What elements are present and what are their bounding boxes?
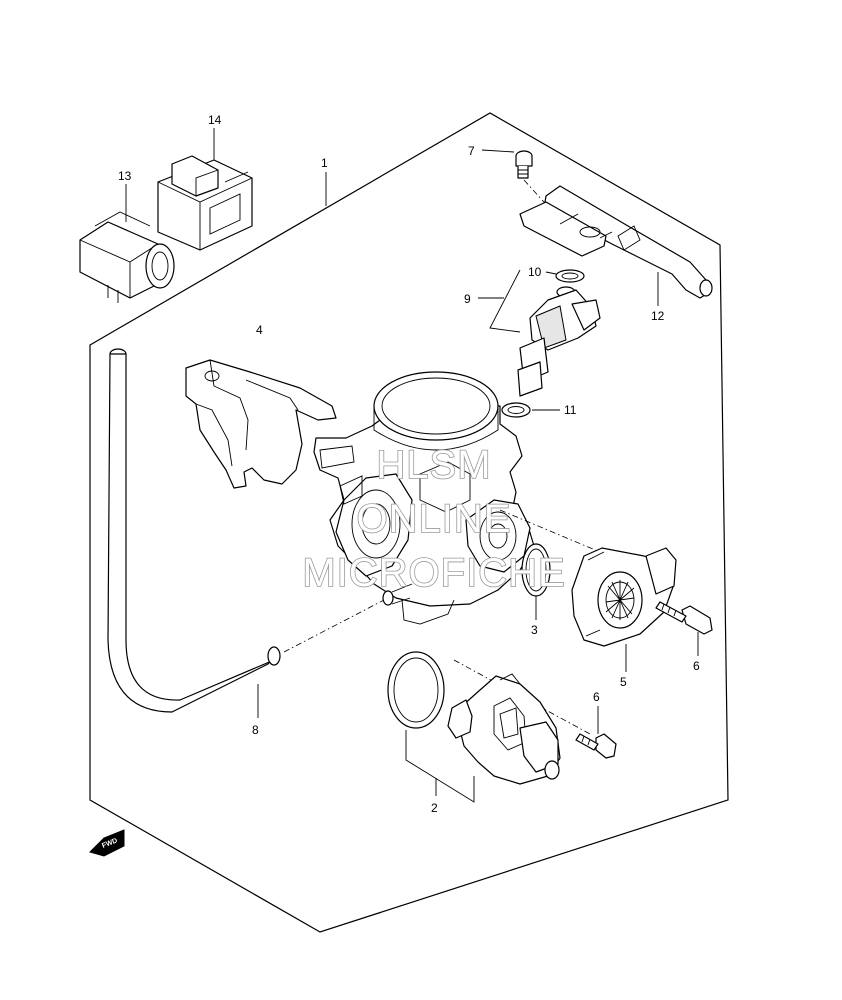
callout-6b: 6 (593, 690, 600, 704)
part-7-screw[interactable] (515, 150, 533, 179)
part-6a-screw[interactable] (655, 601, 713, 635)
callout-5: 5 (620, 675, 627, 689)
part-4-bracket[interactable] (185, 359, 337, 489)
axis-7 (523, 179, 563, 223)
callout-13: 13 (118, 169, 132, 183)
callout-11: 11 (564, 403, 577, 417)
callout-14: 14 (208, 113, 222, 127)
callout-9: 9 (464, 292, 471, 306)
watermark-line1: HLSM (376, 443, 491, 487)
throttle-body[interactable] (313, 371, 535, 625)
fwd-arrow-icon: FWD (89, 829, 125, 857)
part-13-connector[interactable] (79, 211, 175, 303)
callout-10: 10 (528, 265, 542, 279)
leader-2 (405, 730, 475, 803)
watermark: HLSM ONLINE MICROFICHE (302, 442, 566, 596)
axis-5 (499, 509, 601, 553)
part-2-isc-valve[interactable] (447, 673, 561, 785)
part-8-hose[interactable] (107, 348, 281, 713)
part-6b-screw[interactable] (575, 733, 617, 759)
part-2-isc-valve-ring[interactable] (387, 651, 445, 729)
leader-7 (481, 149, 515, 153)
leader-9 (489, 269, 521, 333)
callout-8: 8 (252, 723, 259, 737)
callout-3: 3 (531, 623, 538, 637)
part-5-throttle-position-sensor[interactable] (571, 547, 677, 647)
assembly-boundary (89, 112, 729, 933)
part-14-coupler[interactable] (157, 155, 253, 251)
callout-7: 7 (468, 144, 475, 158)
callout-2: 2 (431, 801, 438, 815)
callout-4: 4 (256, 323, 263, 337)
callout-12: 12 (651, 309, 665, 323)
leader-10 (545, 271, 557, 275)
part-10-o-ring[interactable] (555, 269, 585, 283)
part-9-fuel-injector[interactable] (517, 286, 601, 397)
part-12-fuel-pipe[interactable] (519, 185, 713, 299)
watermark-line2: ONLINE (357, 497, 512, 541)
part-11-seal[interactable] (501, 402, 531, 418)
watermark-line3: MICROFICHE (302, 551, 565, 595)
callout-1: 1 (321, 156, 328, 170)
axis-8 (283, 599, 385, 653)
callout-6a: 6 (693, 659, 700, 673)
